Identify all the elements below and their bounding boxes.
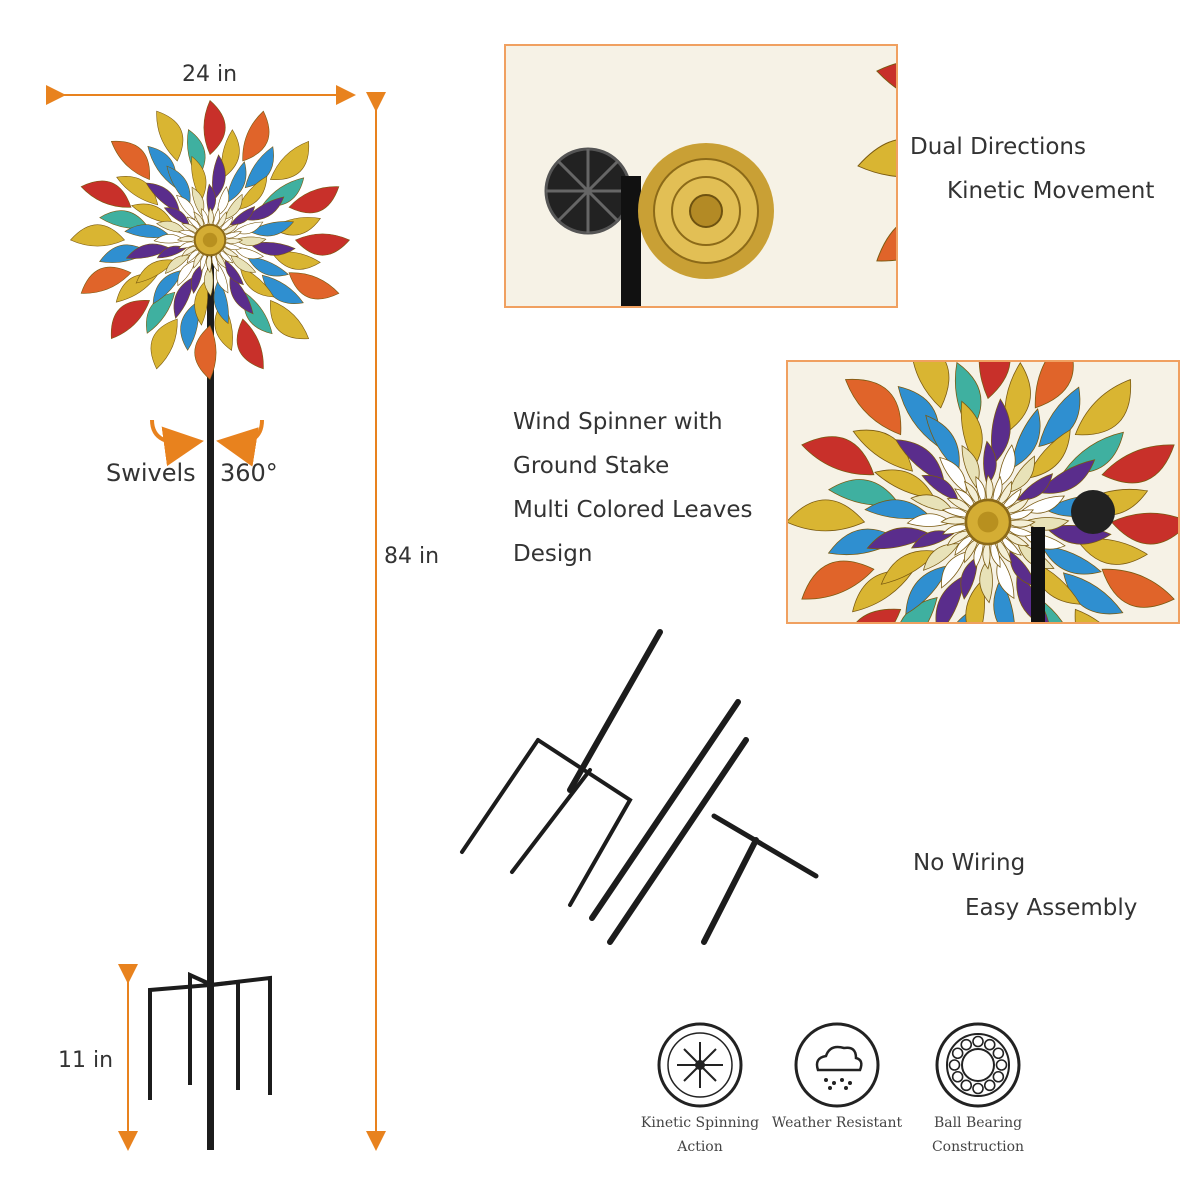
dual-direction-closeup-photo <box>504 44 898 308</box>
height-dimension-label: 84 in <box>384 544 440 569</box>
badge-ball-bearing: Ball Bearing Construction <box>918 1020 1038 1160</box>
ground-stake-legs <box>148 971 272 1112</box>
badge-kinetic-spinning: Kinetic Spinning Action <box>640 1020 760 1160</box>
feature-dual-directions-line1: Dual Directions <box>910 134 1086 160</box>
feature-spinner-line3: Multi Colored Leaves <box>513 497 753 523</box>
badge-weather-line1: Weather Resistant <box>771 1115 903 1131</box>
stake-dimension-label: 11 in <box>58 1048 114 1073</box>
spinner-pole <box>207 240 214 1150</box>
feature-assembly-line2: Easy Assembly <box>965 895 1138 921</box>
badge-kinetic-line1: Kinetic Spinning <box>640 1115 760 1131</box>
badge-bearing-line1: Ball Bearing <box>933 1115 1023 1131</box>
kinetic-spin-icon <box>657 1022 743 1108</box>
swivel-word-label: Swivels <box>106 459 196 487</box>
swivel-degrees-label: 360° <box>220 459 278 487</box>
swivel-arrow-right-icon <box>216 419 264 467</box>
weather-cloud-icon <box>794 1022 880 1108</box>
feature-spinner-line4: Design <box>513 541 593 567</box>
spinner-flower-head <box>70 100 350 380</box>
multicolor-leaves-closeup-photo <box>786 360 1180 624</box>
disassembled-parts-drawing <box>460 629 819 945</box>
feature-spinner-line2: Ground Stake <box>513 453 670 479</box>
feature-assembly-line1: No Wiring <box>913 850 1026 876</box>
badge-bearing-line2: Construction <box>931 1138 1025 1155</box>
width-dimension-label: 24 in <box>182 62 238 87</box>
badge-weather-resistant: Weather Resistant <box>770 1020 904 1136</box>
badge-kinetic-line2: Action <box>677 1138 723 1155</box>
swivel-arrow-left-icon <box>150 419 204 467</box>
ball-bearing-icon <box>935 1022 1021 1108</box>
spinner-dimension-drawing <box>46 85 386 1151</box>
feature-spinner-line1: Wind Spinner with <box>513 409 723 435</box>
feature-dual-directions-line2: Kinetic Movement <box>947 178 1155 204</box>
